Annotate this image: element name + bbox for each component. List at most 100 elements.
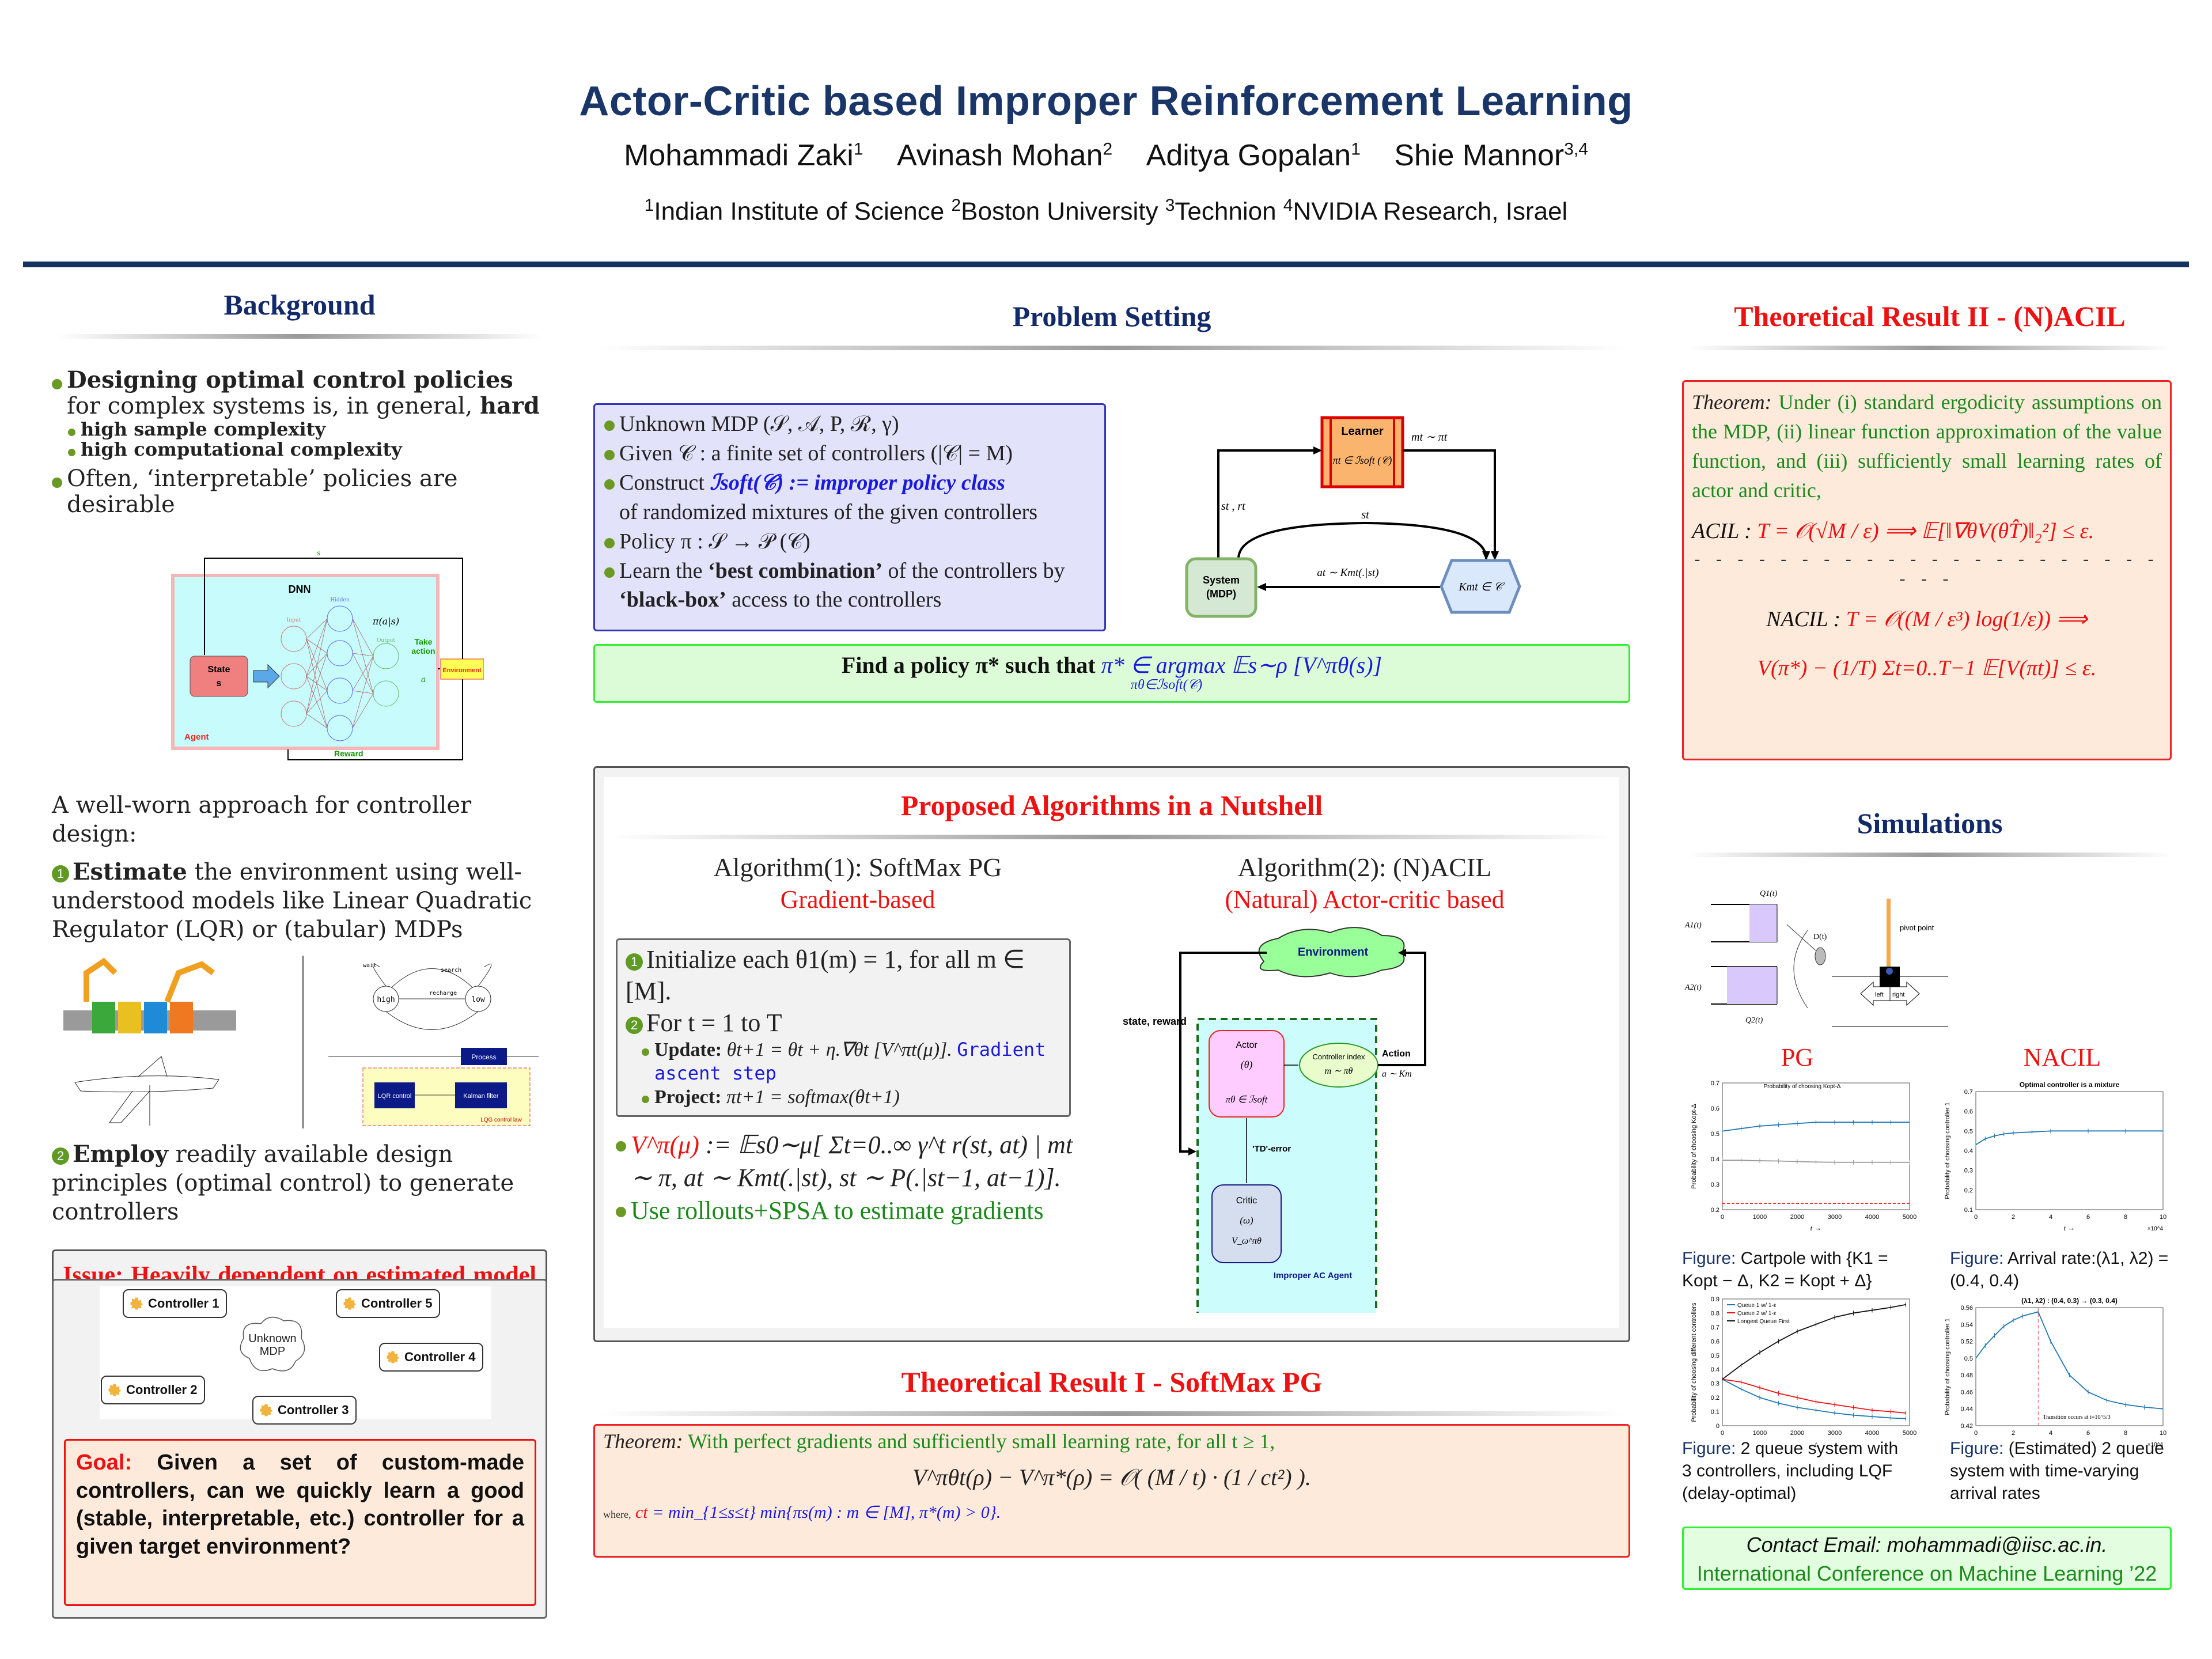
background-bullets: Designing optimal control policies for c…: [52, 367, 547, 518]
critic-box: [1211, 1184, 1282, 1263]
figure-caption: Figure: (Estimated) 2 queue system with …: [1950, 1439, 2164, 1503]
nacil-equation: NACIL : T = 𝒪((M / ε³) log(1/ε)) ⟹: [1766, 607, 2088, 632]
y-axis-label: Probability of choosing controller 1: [1944, 1318, 1951, 1415]
x-scale-note: ×10^4: [2147, 1226, 2164, 1232]
cloud-icon: [240, 1316, 305, 1372]
section-divider: [1688, 346, 2172, 350]
author: Shie Mannor3,4: [1394, 139, 1588, 172]
bullet-item: Construct ℐsoft(𝒞) := improper policy cl…: [604, 468, 1095, 527]
section-divider: [599, 346, 1624, 350]
algorithm-title: Algorithm(1): SoftMax PG: [713, 853, 1002, 882]
bullet-item: Policy π : 𝒮 → 𝒫 (𝒞): [604, 527, 1095, 556]
neural-network-icon: [281, 605, 399, 741]
acil-equation: ACIL : T = 𝒪(√M / ε) ⟹ 𝔼[‖∇θV(θT̂)‖₂²] ≤…: [1692, 519, 2094, 544]
theorem-1-box: Theorem: With perfect gradients and suff…: [593, 1424, 1630, 1558]
value-function-definition: V^π(μ) := 𝔼s0∼μ[ Σt=0..∞ γ^t r(st, at) |…: [616, 1128, 1100, 1228]
y-tick-label: 0.5: [1711, 1131, 1719, 1138]
background-title: Background: [224, 289, 376, 321]
legend-entry: Longest Queue First: [1737, 1319, 1790, 1325]
algorithm-subtitle: (Natural) Actor-critic based: [1225, 885, 1505, 914]
y-tick-label: 0.5: [1964, 1355, 1973, 1362]
svg-text:Output: Output: [377, 638, 395, 643]
svg-text:a ∼ Km: a ∼ Km: [1382, 1069, 1412, 1079]
algorithms-title: Proposed Algorithms in a Nutshell: [900, 789, 1323, 821]
svg-text:A1(t): A1(t): [1684, 921, 1702, 930]
svg-text:Actor: Actor: [1236, 1040, 1257, 1050]
y-tick-label: 0.46: [1961, 1389, 1973, 1396]
x-tick-label: 1000: [1753, 1214, 1767, 1221]
y-tick-label: 0.2: [1711, 1395, 1719, 1402]
y-tick-label: 0.9: [1711, 1296, 1719, 1303]
plot-area: [1975, 1307, 2164, 1426]
section-divider: [58, 334, 541, 339]
controller-index-node: [1299, 1043, 1378, 1088]
contact-email[interactable]: Contact Email: mohammadi@iisc.ac.in.: [1746, 1533, 2108, 1556]
mdp-state-diagram: high low recharge wait search: [363, 963, 492, 1030]
x-tick-label: 8: [2124, 1430, 2127, 1437]
affiliation: NVIDIA Research, Israel: [1293, 197, 1568, 226]
affiliation: Boston University: [961, 197, 1158, 226]
algorithm-subtitle: Gradient-based: [780, 885, 935, 914]
poster-title: Actor-Critic based Improper Reinforcemen…: [579, 78, 1633, 124]
project-step: Project: πt+1 = softmax(θt+1): [626, 1086, 1061, 1109]
svg-text:pivot point: pivot point: [1900, 923, 1934, 932]
algorithm-softmax-pg: Algorithm(1): SoftMax PG Gradient-based: [604, 852, 1111, 914]
svg-text:s: s: [317, 549, 320, 557]
lqg-control-diagram: Process LQR control Kalman filter LQG co…: [328, 1047, 539, 1126]
image-divider: [302, 955, 304, 1128]
x-tick-label: 3000: [1828, 1430, 1842, 1437]
chart-title: (λ1, λ2) : (0.4, 0.3) → (0.3, 0.4): [2021, 1297, 2118, 1305]
poster-header: Actor-Critic based Improper Reinforcemen…: [0, 0, 2212, 271]
bullet-item: Often, ‘interpretable’ policies are desi…: [52, 466, 547, 518]
contact-box: Contact Email: mohammadi@iisc.ac.in. Int…: [1682, 1527, 2172, 1590]
figure-caption: Figure: Arrival rate:(λ1, λ2) = (0.4, 0.…: [1950, 1249, 2169, 1290]
svg-text:D(t): D(t): [1813, 933, 1827, 941]
author: Avinash Mohan2: [897, 139, 1113, 172]
x-axis-label: t: [1815, 1440, 1817, 1448]
svg-text:(θ): (θ): [1241, 1059, 1253, 1071]
svg-text:Environment: Environment: [442, 667, 482, 674]
x-tick-label: 2: [2012, 1214, 2015, 1221]
y-tick-label: 0.5: [1964, 1128, 1973, 1135]
svg-text:State: State: [207, 665, 230, 675]
step-number-badge: 2: [626, 1016, 643, 1034]
controllers-diagram: Controller 1 Controller 5 Controller 4 C…: [100, 1286, 491, 1425]
x-tick-label: 0: [1721, 1214, 1724, 1221]
y-tick-label: 0.4: [1711, 1366, 1719, 1373]
svg-text:Input: Input: [287, 618, 301, 623]
controller-card: Controller 2: [101, 1376, 206, 1404]
conference-name: International Conference on Machine Lear…: [1696, 1562, 2157, 1586]
svg-text:m ∼ πθ: m ∼ πθ: [1325, 1066, 1353, 1076]
x-axis-label: t →: [2064, 1224, 2075, 1232]
theoretical-result-2-title: Theoretical Result II - (N)ACIL: [1734, 300, 2126, 332]
y-axis-label: Probability of choosing controller 1: [1944, 1102, 1951, 1199]
controller-card: Controller 3: [252, 1396, 357, 1425]
svg-text:LQR control: LQR control: [378, 1093, 412, 1100]
svg-text:Kalman filter: Kalman filter: [463, 1093, 498, 1100]
cloud-label: Unknown MDP: [248, 1332, 297, 1358]
step-number-badge: 1: [52, 865, 69, 882]
step-number-badge: 1: [626, 953, 643, 971]
x-tick-label: 4: [2049, 1430, 2052, 1437]
svg-text:Action: Action: [1382, 1049, 1411, 1059]
legend-entry: Queue 1 w/ 1-ε: [1737, 1302, 1777, 1309]
affiliation: Indian Institute of Science: [654, 197, 945, 226]
approach-text: A well-worn approach for controller desi…: [52, 791, 547, 944]
svg-text:System: System: [1203, 574, 1240, 586]
svg-text:LQG control law: LQG control law: [480, 1117, 522, 1123]
svg-text:Q2(t): Q2(t): [1745, 1016, 1763, 1025]
gear-icon: [387, 1351, 399, 1363]
bullet-item: Designing optimal control policies for c…: [52, 367, 547, 419]
author-list: Mohammadi Zaki1 Avinash Mohan2 Aditya Go…: [0, 138, 2212, 173]
gear-icon: [108, 1384, 121, 1396]
y-axis-label: Probability of choosing different contro…: [1691, 1302, 1698, 1422]
svg-text:Process: Process: [471, 1053, 496, 1061]
plot-area: [1722, 1298, 1910, 1426]
cartpole-diagram: left right pivot point: [1832, 899, 1948, 1027]
svg-text:mt ∼ πt: mt ∼ πt: [1411, 431, 1448, 444]
y-tick-label: 0.54: [1961, 1321, 1973, 1328]
